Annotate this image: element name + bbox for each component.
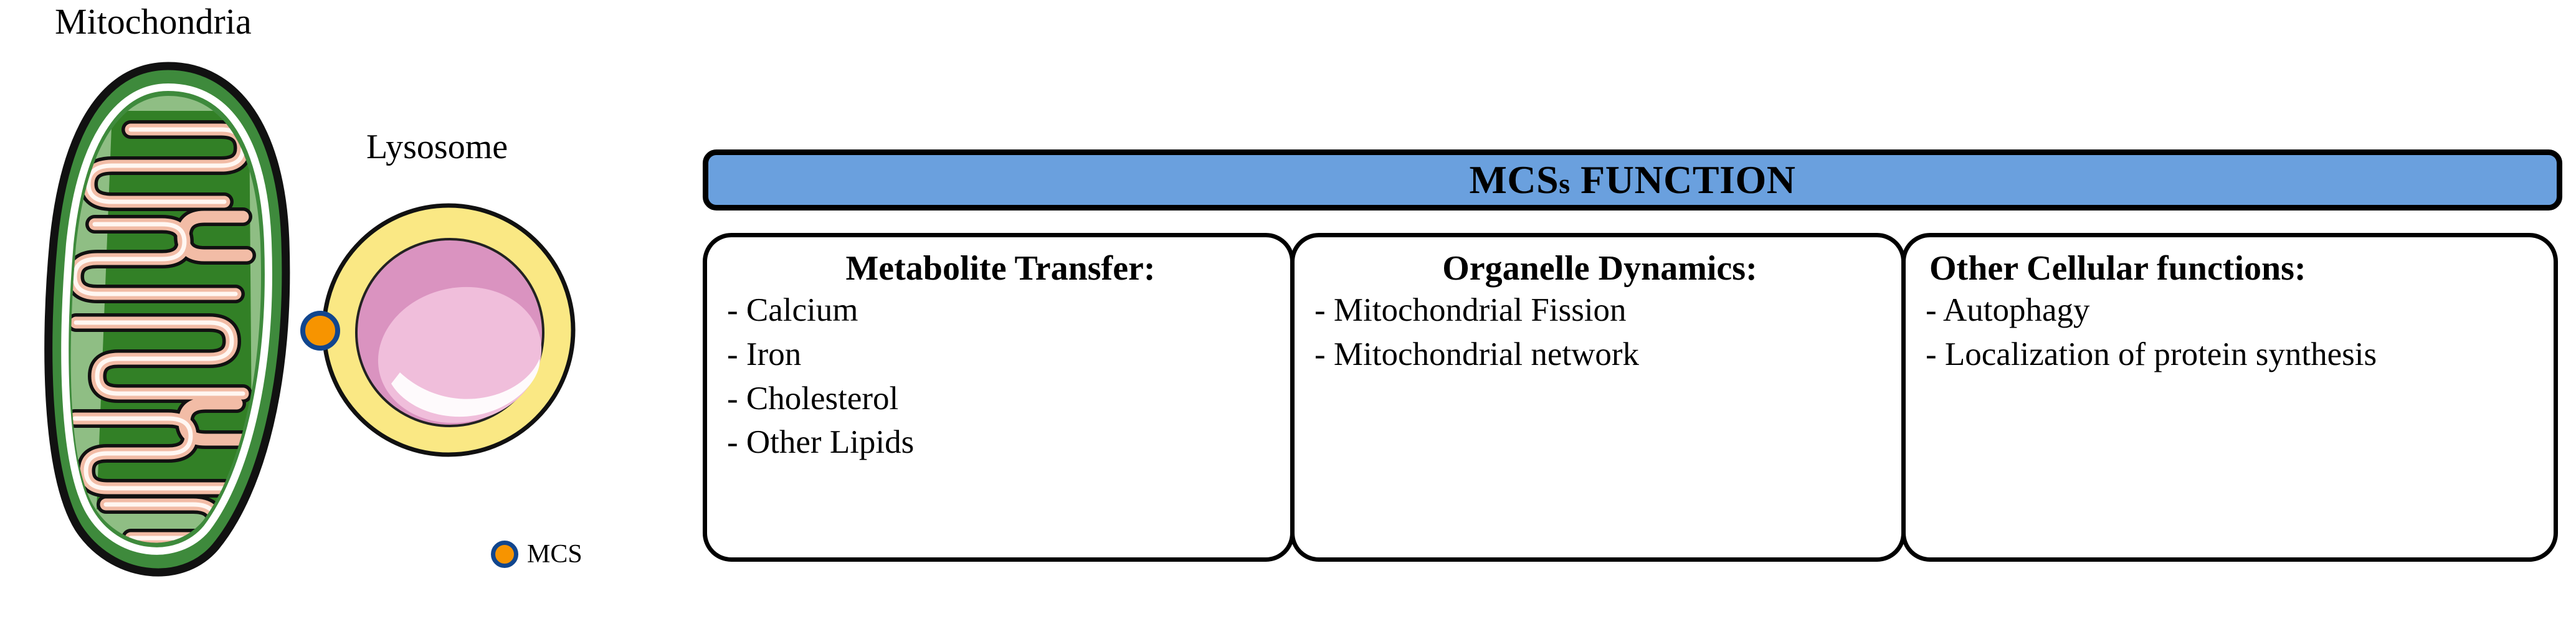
mcs-contact-dot-icon — [300, 311, 340, 351]
lysosome-icon — [321, 203, 576, 457]
list-item: - Calcium — [727, 292, 858, 329]
function-box-other-cellular-functions: Other Cellular functions: - Autophagy - … — [1901, 233, 2558, 562]
list-item: - Mitochondrial network — [1314, 336, 1640, 372]
mito-intermembrane-space — [61, 83, 272, 555]
mcs-function-banner: MCSs FUNCTION — [703, 149, 2562, 210]
organelle-illustration-panel: Mitochondria Lysosome — [0, 0, 685, 629]
list-item: - Localization of protein synthesis — [1926, 336, 2377, 372]
function-box-heading: Organelle Dynamics: — [1442, 249, 1757, 288]
lysosome-label: Lysosome — [366, 128, 508, 166]
banner-title-small-s: s — [1559, 168, 1571, 199]
mcs-function-banner-title: MCSs FUNCTION — [1470, 160, 1796, 200]
banner-title-main: MCS — [1469, 158, 1559, 202]
list-item: - Autophagy — [1926, 292, 2090, 329]
list-item: - Iron — [727, 336, 802, 372]
mcs-legend-label: MCS — [527, 540, 582, 569]
banner-title-rest: FUNCTION — [1570, 158, 1796, 202]
list-item: - Cholesterol — [727, 380, 899, 417]
list-item: - Other Lipids — [727, 424, 915, 461]
function-box-metabolite-transfer: Metabolite Transfer: - Calcium - Iron - … — [703, 233, 1295, 562]
lyso-highlight — [391, 359, 540, 417]
function-boxes-row: Metabolite Transfer: - Calcium - Iron - … — [703, 233, 2562, 562]
function-box-organelle-dynamics: Organelle Dynamics: - Mitochondrial Fiss… — [1290, 233, 1906, 562]
function-box-item-list: - Autophagy - Localization of protein sy… — [1926, 291, 2537, 374]
function-box-item-list: - Calcium - Iron - Cholesterol - Other L… — [727, 291, 1274, 461]
list-item: - Mitochondrial Fission — [1314, 292, 1627, 329]
function-box-heading: Other Cellular functions: — [1929, 249, 2306, 288]
mcs-functions-panel: MCSs FUNCTION Metabolite Transfer: - Cal… — [703, 149, 2562, 562]
function-box-heading: Metabolite Transfer: — [845, 249, 1156, 288]
mcs-legend-swatch-icon — [491, 541, 518, 568]
function-box-item-list: - Mitochondrial Fission - Mitochondrial … — [1314, 291, 1885, 374]
mcs-legend: MCS — [491, 541, 582, 568]
mitochondria-icon — [44, 62, 290, 577]
mitochondria-label: Mitochondria — [55, 1, 252, 42]
